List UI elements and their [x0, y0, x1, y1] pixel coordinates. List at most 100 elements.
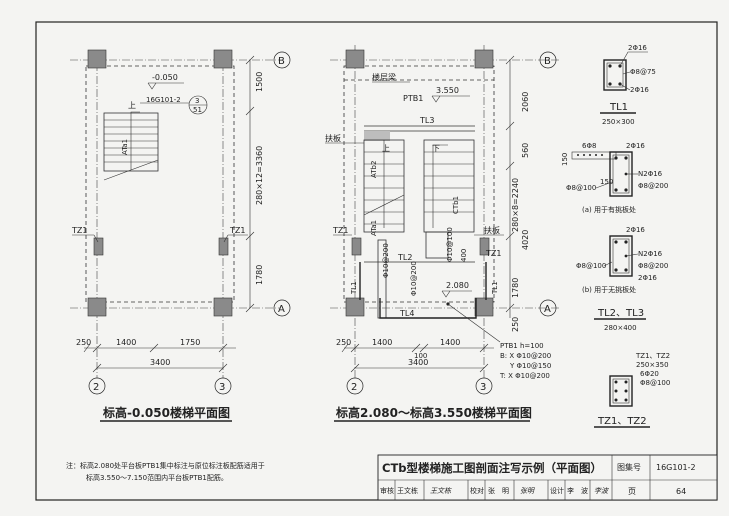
b-stir: Φ8@200: [638, 262, 668, 270]
tz-stir: Φ8@100: [640, 379, 670, 387]
reviewer: 王文栋: [397, 486, 418, 495]
grid-2-right: 2: [351, 382, 357, 393]
grid-b-right: B: [544, 56, 551, 67]
note-line-1: 注：标高2.080处平台板PTB1集中标注与原位标注板配筋适用于: [66, 461, 265, 470]
ptb-note-4: T: X Φ10@200: [499, 372, 550, 380]
tz-size: 250×350: [636, 361, 669, 369]
ptb-note-1: PTB1 h=100: [500, 342, 544, 350]
right-tz1-left-label: TZ1: [332, 226, 348, 235]
tz1-column: [218, 237, 229, 256]
designer: 李 波: [567, 486, 588, 495]
tz1-column: [351, 237, 362, 256]
column: [87, 297, 107, 317]
page-no: 64: [676, 487, 686, 496]
tl1-stir: Φ8@75: [630, 68, 656, 76]
right-plan: 楼层梁 PTB1 3.550 TL3 扶板 上 下 ATb2 CTb1 ATa1…: [325, 45, 560, 422]
grid-2-left: 2: [93, 382, 99, 393]
tl4-label: TL4: [399, 309, 414, 318]
a-n: N2Φ16: [638, 170, 663, 178]
right-tz1-label: TZ1: [229, 226, 245, 235]
column: [345, 297, 365, 317]
tl23-size: 280×400: [604, 324, 637, 332]
dim-400-label: 400: [460, 249, 468, 262]
left-dim-top: 1500: [255, 72, 264, 92]
rebar-mid-label: Φ10@100: [446, 227, 454, 262]
ptb-note-3: Y Φ10@150: [509, 362, 551, 370]
grid-3-left: 3: [219, 382, 225, 393]
tz1-column: [93, 237, 104, 256]
tl1-bot: 2Φ16: [630, 86, 649, 94]
left-dim-total: 3400: [150, 358, 170, 367]
left-dim-bot: 1780: [255, 265, 264, 285]
grid-3-right: 3: [480, 382, 486, 393]
reviewer-signature: 王文栋: [430, 487, 452, 495]
b-caption: (b) 用于无挑板处: [582, 285, 636, 294]
dim-560: 560: [521, 143, 530, 158]
atb2-label: ATb2: [370, 161, 378, 178]
tl1-name: TL1: [609, 102, 628, 113]
detail-num: 3: [195, 97, 199, 105]
b-left: Φ8@100: [576, 262, 606, 270]
column: [474, 49, 494, 69]
tl1-left-label: TL1: [350, 281, 358, 295]
section-b-beam: [609, 235, 633, 277]
review-label: 审核: [380, 486, 394, 495]
section-a-slab: [571, 151, 617, 160]
atlas-label: 图集号: [617, 462, 641, 472]
tz-label: TZ1、TZ2: [597, 416, 647, 427]
tl1-section: [603, 59, 627, 91]
check-label: 校对: [470, 486, 484, 495]
detail-page: 51: [193, 106, 202, 114]
b-bot: 2Φ16: [638, 274, 657, 282]
handrail-hatch: [364, 131, 390, 141]
right-dim-250-bot: 250: [511, 317, 520, 332]
left-flight-label: ATa1: [121, 139, 129, 155]
left-wall-outline: [85, 65, 235, 303]
tl2-label: TL2: [397, 253, 412, 262]
tl1-right-label: TL1: [491, 281, 499, 295]
left-plan: 上 ATa1 -0.050 16G101-2 3 51 TZ1 TZ1 1500…: [70, 49, 291, 422]
handrail-left-label: 扶板: [325, 133, 341, 143]
handrail-right-label: 扶板: [484, 225, 500, 235]
grid-bubble-a: [273, 299, 291, 317]
beam-sections: 2Φ16 Φ8@75 2Φ16 TL1 250×300 6Φ8 2Φ16 N2Φ…: [561, 44, 670, 428]
right-dim-1400a: 1400: [372, 338, 392, 347]
a-dim2: 150: [600, 178, 613, 186]
tz-section: [609, 375, 633, 407]
dim-2060: 2060: [521, 92, 530, 112]
right-down-label: 下: [432, 144, 440, 153]
a-dim1: 150: [561, 153, 569, 166]
column: [213, 49, 233, 69]
dim-4020: 4020: [521, 230, 530, 250]
right-dim-1400b: 1400: [440, 338, 460, 347]
left-dim-1400: 1400: [116, 338, 136, 347]
left-up-label: 上: [128, 101, 136, 110]
ctb1-label: CTb1: [452, 196, 460, 214]
a-top1: 6Φ8: [582, 142, 596, 150]
right-dim-mid: 280×8=2240: [511, 178, 520, 232]
left-plan-title: 标高-0.050楼梯平面图: [102, 405, 230, 420]
stair-beam-label: 楼层梁: [372, 72, 396, 82]
checker-signature: 张明: [520, 487, 535, 495]
column: [474, 297, 494, 317]
right-dim-250: 250: [336, 338, 351, 347]
ptb1-label: PTB1: [403, 94, 423, 103]
grid-bubble-2: [88, 377, 106, 395]
a-caption: (a) 用于有挑板处: [582, 205, 636, 214]
note-line-2: 标高3.550～7.150范围内平台板PTB1配筋。: [86, 473, 228, 482]
ata1-label: ATa1: [370, 220, 378, 236]
right-dim-total: 3400: [408, 358, 428, 367]
column: [345, 49, 365, 69]
tl1-size: 250×300: [602, 118, 635, 126]
design-label: 设计: [550, 486, 564, 495]
left-elev-label: -0.050: [152, 73, 178, 82]
left-ref-label: 16G101-2: [146, 96, 181, 104]
elev-mid-label: 2.080: [446, 281, 469, 290]
b-n: N2Φ16: [638, 250, 663, 258]
designer-signature: 李波: [594, 487, 609, 495]
tz-main: 6Φ20: [640, 370, 659, 378]
a-top2: 2Φ16: [626, 142, 645, 150]
tz1-column: [479, 237, 490, 256]
column: [213, 297, 233, 317]
